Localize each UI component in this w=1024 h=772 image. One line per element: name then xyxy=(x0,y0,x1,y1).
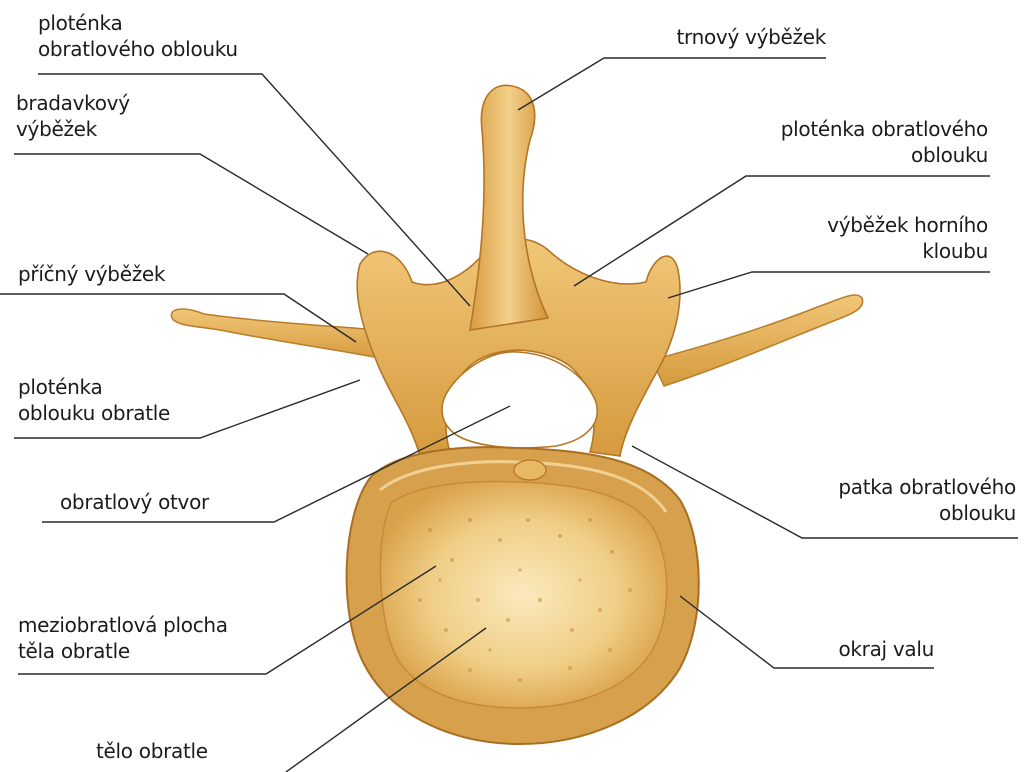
label-spinous-process: trnový výběžek xyxy=(676,24,826,50)
leader-mammillary-process xyxy=(14,154,368,254)
spinous-process xyxy=(470,85,548,330)
label-rim: okraj valu xyxy=(838,636,934,662)
label-intervertebral-surface: meziobratlová plocha těla obratle xyxy=(18,612,228,664)
label-mammillary-process: bradavkový výběžek xyxy=(16,90,130,142)
left-transverse-process xyxy=(171,309,390,360)
label-vertebral-foramen: obratlový otvor xyxy=(60,489,209,515)
label-transverse-process: příčný výběžek xyxy=(18,261,165,287)
endplate-shape xyxy=(381,482,667,708)
label-superior-articular-process: výběžek horního kloubu xyxy=(827,212,988,264)
right-transverse-process xyxy=(652,295,863,386)
posterior-tubercle xyxy=(514,460,546,480)
leader-superior-articular-process xyxy=(668,272,990,298)
label-lamina-left: ploténka oblouku obratle xyxy=(18,374,170,426)
leader-spinous-process xyxy=(518,58,826,110)
vertebra-illustration xyxy=(171,85,862,744)
label-pedicle: patka obratlového oblouku xyxy=(838,474,1016,526)
label-lamina-right: ploténka obratlového oblouku xyxy=(781,116,988,168)
label-lamina-top-left: ploténka obratlového oblouku xyxy=(38,10,238,62)
label-vertebral-body: tělo obratle xyxy=(96,738,208,764)
